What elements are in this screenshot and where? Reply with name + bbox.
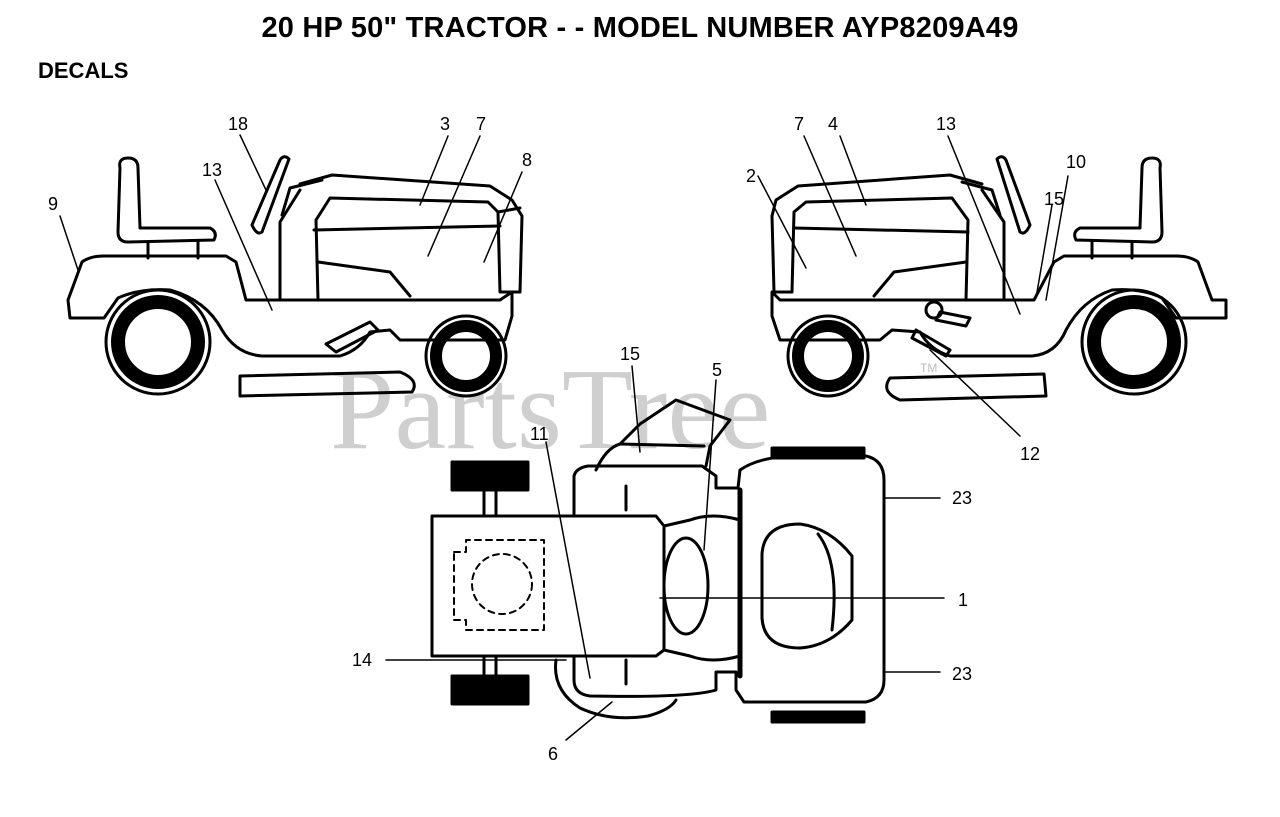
callout-7-right: 7 <box>794 114 804 134</box>
steering-wheel-top <box>662 536 710 636</box>
steering-wheel-left <box>250 155 291 235</box>
callout-10: 10 <box>1066 152 1086 172</box>
callout-13-right: 13 <box>936 114 956 134</box>
callout-8: 8 <box>522 150 532 170</box>
rear-wheel-right <box>1080 288 1188 396</box>
watermark-tm: TM <box>920 361 937 375</box>
callout-7-left: 7 <box>476 114 486 134</box>
callout-6: 6 <box>548 744 558 764</box>
seat-right <box>1073 156 1164 244</box>
callout-5: 5 <box>712 360 722 380</box>
callout-4: 4 <box>828 114 838 134</box>
hood-top <box>760 522 854 650</box>
page-title: 20 HP 50" TRACTOR - - MODEL NUMBER AYP82… <box>261 12 1019 44</box>
front-wheel-right <box>786 314 870 398</box>
rear-tire-top <box>450 460 530 492</box>
callout-1: 1 <box>958 590 968 610</box>
callout-11: 11 <box>530 424 549 444</box>
rear-tire-bottom <box>450 674 530 706</box>
front-wheel-left <box>424 314 508 398</box>
rear-wheel-left <box>104 288 212 396</box>
hood-right <box>770 173 984 302</box>
callout-15-top: 15 <box>620 344 640 364</box>
callout-15-right: 15 <box>1044 189 1064 209</box>
steering-wheel-right <box>995 155 1032 235</box>
callout-18: 18 <box>228 114 248 134</box>
callout-23-bottom: 23 <box>952 664 972 684</box>
callout-3: 3 <box>440 114 450 134</box>
callout-12: 12 <box>1020 444 1040 464</box>
tractor-left-side-view <box>59 134 524 398</box>
mower-deck-left <box>238 370 416 398</box>
mower-deck-right <box>885 372 1048 402</box>
callout-13-left: 13 <box>202 160 222 180</box>
callout-2: 2 <box>746 166 756 186</box>
callout-14: 14 <box>352 650 372 670</box>
tractor-top-view <box>385 365 945 741</box>
callout-9: 9 <box>48 194 58 214</box>
hood-left <box>298 173 524 302</box>
callout-23-top: 23 <box>952 488 972 508</box>
seat-left <box>116 156 217 244</box>
watermark: PartsTree <box>330 346 770 474</box>
tractor-right-side-view <box>757 135 1228 437</box>
section-heading: DECALS <box>38 58 129 83</box>
